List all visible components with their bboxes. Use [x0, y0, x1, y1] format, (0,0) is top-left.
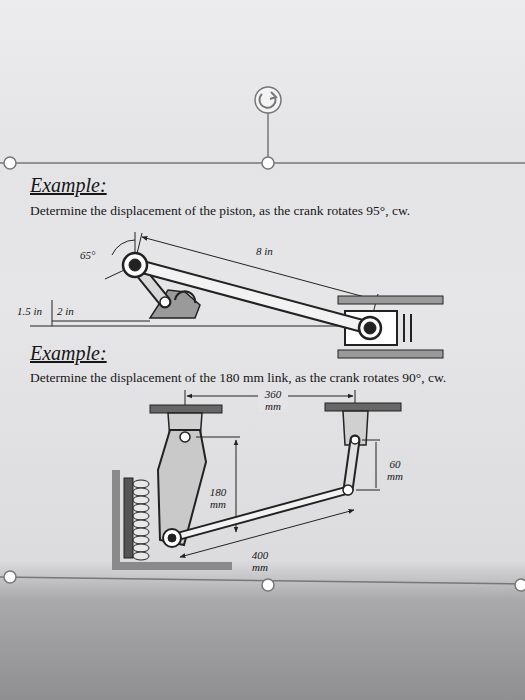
example-heading: Example:	[30, 174, 107, 197]
dimension-label: 2 in	[57, 306, 74, 318]
dimension-label: 60 mm	[383, 459, 407, 482]
selection-frame	[0, 87, 525, 591]
four-bar-linkage	[112, 390, 401, 570]
slider-crank	[30, 232, 443, 358]
dimension-label: 8 in	[256, 246, 273, 258]
dimension-label: 400 mm	[246, 550, 274, 573]
dimension-label: 360 mm	[258, 389, 288, 412]
problem-statement: Determine the displacement of the 180 mm…	[30, 370, 446, 386]
angle-label: 65°	[80, 250, 95, 262]
example-heading: Example:	[30, 342, 107, 365]
dimension-label: 180 mm	[206, 487, 230, 510]
dimension-label: 1.5 in	[17, 306, 42, 318]
problem-statement: Determine the displacement of the piston…	[30, 203, 410, 219]
